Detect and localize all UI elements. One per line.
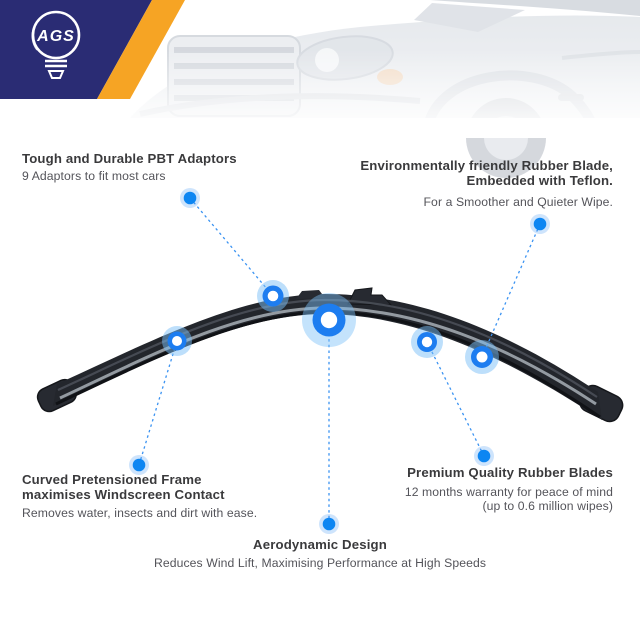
callout-title-line2: maximises Windscreen Contact (22, 487, 225, 502)
feature-marker-premium (411, 326, 443, 358)
callout-description-line2: (up to 0.6 million wipes) (482, 498, 613, 513)
callout-connector-lines (138, 197, 541, 524)
feature-marker-rubber (465, 340, 499, 374)
endpoint-dot-premium (477, 449, 491, 463)
lightbulb-icon (31, 10, 81, 79)
callout-title-line2: Embedded with Teflon. (466, 173, 613, 188)
callout-title-line1: Environmentally friendly Rubber Blade, (360, 158, 613, 173)
callout-description: For a Smoother and Quieter Wipe. (423, 195, 613, 209)
callout-rubber-blade: Environmentally friendly Rubber Blade, E… (360, 158, 613, 210)
callout-title: Tough and Durable PBT Adaptors (22, 151, 237, 166)
faded-car-image (0, 0, 640, 178)
feature-marker-adaptors (257, 280, 289, 312)
blade-body (53, 294, 602, 420)
callout-premium-rubber: Premium Quality Rubber Blades 12 months … (405, 465, 613, 513)
callout-curved-frame: Curved Pretensioned Frame maximises Wind… (22, 472, 257, 521)
ags-logo: AGS (31, 10, 81, 79)
connector-line-frame (138, 340, 178, 466)
endpoint-dot-adaptors (183, 191, 197, 205)
endpoint-dot-aero (322, 517, 336, 531)
endpoint-dot-frame (132, 458, 146, 472)
banner-navy-shape (0, 0, 152, 99)
logo-text: AGS (36, 28, 75, 45)
callout-description: Removes water, insects and dirt with eas… (22, 506, 258, 520)
callout-title-line1: Curved Pretensioned Frame (22, 472, 202, 487)
callout-aerodynamic-design: Aerodynamic Design Reduces Wind Lift, Ma… (0, 537, 640, 571)
blade-connector-bump (296, 290, 325, 299)
endpoint-dot-rubber (533, 217, 547, 231)
callout-description: 9 Adaptors to fit most cars (22, 169, 166, 183)
connector-line-premium (426, 341, 485, 457)
callout-pbt-adaptors: Tough and Durable PBT Adaptors 9 Adaptor… (22, 151, 237, 184)
callout-title: Premium Quality Rubber Blades (407, 465, 613, 480)
callout-description: Reduces Wind Lift, Maximising Performanc… (153, 556, 487, 570)
feature-marker-aero (302, 293, 356, 347)
connector-line-adaptors (189, 197, 274, 297)
callout-endpoint-dots (129, 188, 550, 534)
feature-markers (162, 280, 499, 374)
callout-description-line1: 12 months warranty for peace of mind (404, 485, 613, 499)
callout-title: Aerodynamic Design (253, 537, 387, 552)
feature-marker-frame (162, 326, 192, 356)
banner-orange-stripe (97, 0, 185, 99)
corner-banner: AGS (0, 0, 185, 99)
connector-line-rubber (481, 223, 541, 358)
